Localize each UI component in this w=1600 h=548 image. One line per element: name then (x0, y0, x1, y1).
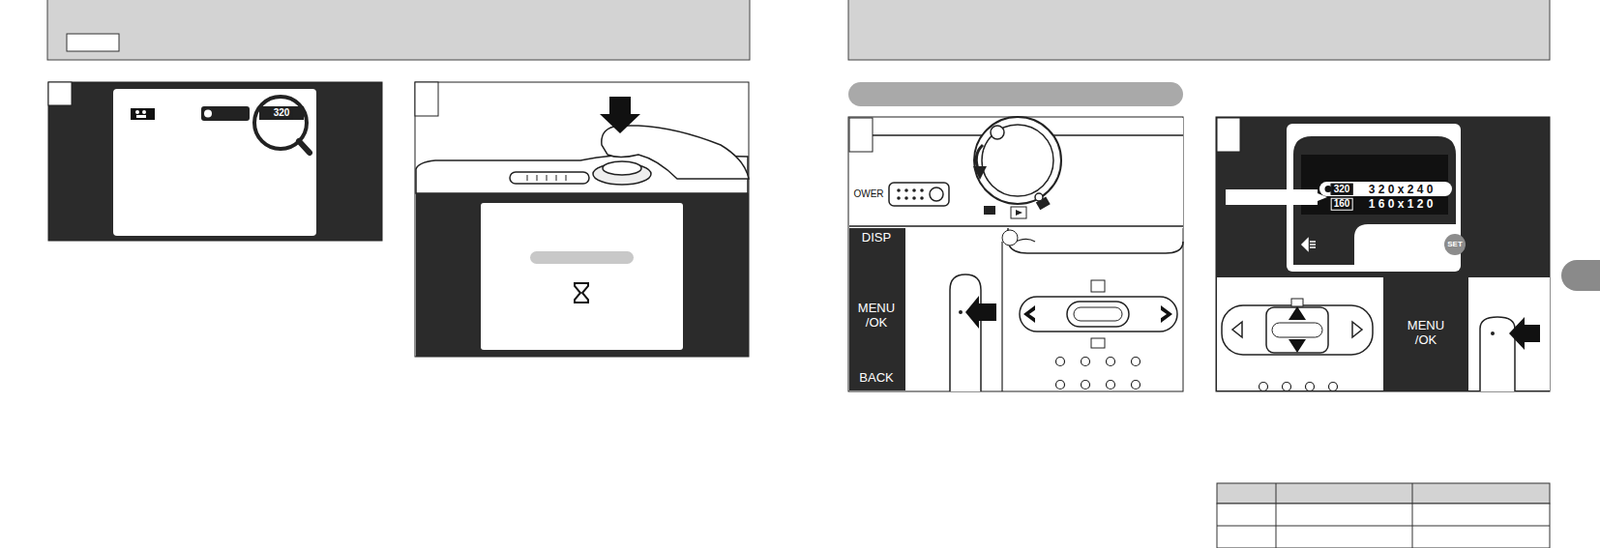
lcd-screen (480, 203, 683, 351)
panel (48, 82, 383, 241)
record-bar (201, 106, 250, 121)
button-label: BACK (859, 371, 893, 386)
section-pill (848, 82, 1184, 107)
d-pad (1221, 305, 1373, 356)
mode-dial (974, 117, 1062, 205)
panel (414, 82, 749, 357)
movie-icon (130, 108, 155, 120)
resolution-icon: 320 (270, 107, 294, 120)
menu-window (1293, 136, 1456, 266)
step-box (849, 118, 873, 152)
step-box (48, 82, 72, 106)
zoom-lever (509, 172, 590, 184)
resolution-icon: 160 (1331, 198, 1354, 211)
panel (848, 117, 1184, 392)
header-band (848, 0, 1550, 60)
spec-table (1216, 483, 1550, 548)
d-pad (1019, 296, 1178, 332)
button-strip (849, 228, 906, 391)
callout-bar (1225, 189, 1318, 206)
set-circle (1444, 234, 1466, 256)
panel (1215, 117, 1550, 392)
header-band (47, 0, 750, 60)
power-label: OWER (853, 189, 884, 201)
set-label: SET (1447, 240, 1463, 249)
menu-button (949, 274, 981, 392)
press-arrow (599, 96, 641, 134)
side-tab (1561, 260, 1600, 292)
button-label: DISP (861, 231, 891, 245)
hourglass (574, 283, 589, 303)
step-box (1216, 118, 1241, 152)
option-text: 1 6 0 x 1 2 0 (1368, 198, 1434, 211)
button-strip (1383, 277, 1469, 391)
button-label: MENU /OK (853, 301, 900, 331)
step-box (414, 82, 439, 117)
option-highlight (1319, 181, 1452, 197)
button-label: MENU /OK (1402, 319, 1450, 349)
resolution-icon: 320 (1331, 182, 1354, 196)
option-text: 3 2 0 x 2 4 0 (1368, 182, 1434, 196)
finger (601, 125, 749, 179)
menu-button (1480, 317, 1515, 392)
header-tag (66, 33, 119, 52)
lcd-screen (113, 88, 317, 237)
